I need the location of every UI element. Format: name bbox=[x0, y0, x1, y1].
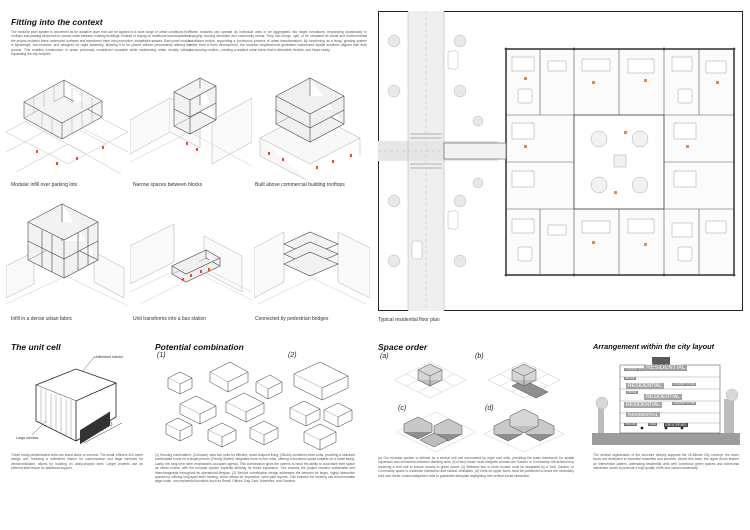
unit-cell-description: These ready-prefabricated units can stan… bbox=[11, 453, 143, 471]
space-order-label-a: (a) bbox=[380, 353, 389, 360]
arrangement-description: The vertical organization of the structu… bbox=[593, 453, 739, 471]
context-illustration-parking bbox=[6, 62, 128, 180]
sign-parking: PARKING bbox=[624, 423, 638, 426]
section-title-combination: Potential combination bbox=[155, 342, 244, 352]
floor-plan-caption: Typical residential floor plan bbox=[378, 317, 440, 323]
combination-description: (1) Housing combination: (Compact) uses … bbox=[155, 453, 355, 484]
space-order-diagram-b bbox=[484, 356, 564, 402]
sign-residential-1: RESIDENTIAL bbox=[644, 365, 688, 371]
space-order-label-c: (c) bbox=[398, 405, 407, 412]
context-illustration-narrow-spaces bbox=[130, 62, 252, 180]
context-illustration-bus-station bbox=[130, 196, 252, 314]
context-caption-rooftops: Built above commercial building rooftops bbox=[255, 182, 345, 188]
sign-convent-store-2: CONVENT STORE bbox=[672, 383, 697, 386]
section-title-unit-cell: The unit cell bbox=[11, 342, 61, 352]
sign-residential-3: RESIDENTIAL bbox=[644, 394, 683, 400]
combination-label-2: (2) bbox=[288, 352, 297, 359]
sign-groceries: GROCERIES bbox=[664, 423, 688, 427]
context-illustration-dense-fabric bbox=[6, 196, 128, 314]
space-order-label-b: (b) bbox=[475, 353, 484, 360]
sign-cafe: CAFE bbox=[648, 423, 657, 426]
combination-diagram-housing bbox=[160, 360, 285, 450]
context-paragraph-left: The modular pixel system is conceived as… bbox=[11, 30, 191, 57]
combination-diagram-service bbox=[286, 360, 356, 450]
sign-residential-4: RESIDENTIAL bbox=[624, 402, 663, 408]
context-illustration-rooftops bbox=[254, 62, 370, 180]
section-title-arrangement: Arrangement within the city layout bbox=[593, 342, 715, 351]
context-caption-narrow-spaces: Narrow spaces between blocks bbox=[133, 182, 203, 188]
space-order-description: (a) Our modular system is defined by a c… bbox=[378, 456, 574, 478]
sign-residential-2: RESIDENTIAL bbox=[626, 383, 665, 389]
sign-residential-5: RESIDENTIAL bbox=[626, 412, 661, 417]
floor-plan bbox=[378, 11, 743, 311]
label-large-window: Large window bbox=[16, 436, 39, 440]
context-caption-bridges: Connected by pedestrian bridges bbox=[255, 316, 329, 322]
combination-label-1: (1) bbox=[157, 352, 166, 359]
sign-office-2: OFFICE bbox=[626, 391, 638, 394]
section-title-context: Fitting into the context bbox=[11, 17, 103, 27]
context-caption-bus-station: Unit transforms into a bus station bbox=[133, 316, 207, 322]
context-paragraph-right: These modules can operate as individual … bbox=[189, 30, 367, 52]
unit-cell-illustration bbox=[18, 355, 138, 447]
context-caption-parking: Modular infill over parking lots bbox=[11, 182, 78, 188]
context-caption-dense-fabric: Infill in a dense urban fabric bbox=[11, 316, 73, 322]
context-illustration-bridges bbox=[254, 196, 370, 314]
label-unfinished-interior: Unfinished interior bbox=[94, 355, 123, 359]
space-order-diagram-a bbox=[390, 356, 470, 402]
space-order-diagram-c bbox=[394, 408, 478, 452]
space-order-label-d: (d) bbox=[485, 405, 494, 412]
sign-convent-store-1: CONVENT STORE bbox=[624, 368, 649, 371]
section-title-space-order: Space order bbox=[378, 342, 428, 352]
space-order-diagram-d bbox=[482, 408, 566, 452]
sign-convent-store-3: CONVENT STORE bbox=[672, 402, 697, 405]
sign-office-1: OFFICE bbox=[624, 377, 636, 380]
